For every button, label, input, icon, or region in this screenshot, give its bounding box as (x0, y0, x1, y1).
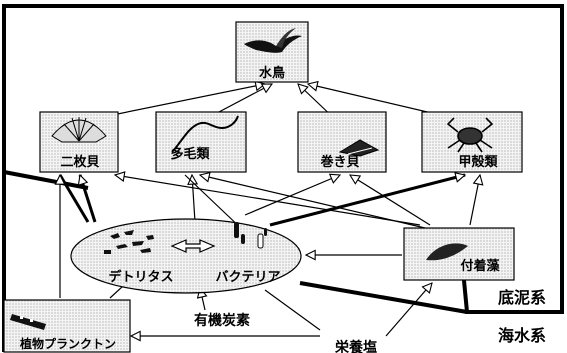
flow-arrows (60, 84, 480, 336)
bacteria-label: バクテリア (215, 270, 280, 285)
crab-icon (446, 117, 494, 153)
node-periphyton: 付着藻 (403, 227, 515, 281)
organic-carbon-label: 有機炭素 (194, 312, 250, 329)
phytoplankton-label: 植物プランクトン (19, 336, 116, 351)
scallop-shell-icon (51, 117, 107, 143)
snail-icon (338, 139, 380, 157)
detritus-bacteria-pool: デトリタス バクテリア (70, 218, 302, 294)
polychaete-label: 多毛類 (170, 146, 210, 162)
worm-icon (171, 115, 239, 153)
seawater-zone-label: 海水系 (498, 326, 546, 345)
detritus-particles-icon (104, 230, 154, 254)
nutrients-label: 栄養塩 (334, 339, 377, 353)
crustacean-label: 甲殻類 (458, 154, 498, 170)
exchange-arrow (170, 239, 216, 253)
sediment-boundary-lower (3, 170, 468, 314)
periphyton-label: 付着藻 (460, 258, 500, 274)
detritus-label: デトリタス (108, 269, 173, 285)
algae-icon (426, 243, 468, 261)
bivalve-label: 二枚貝 (60, 154, 99, 170)
bird-icon (244, 28, 302, 53)
node-crustacean: 甲殻類 (421, 111, 523, 173)
node-phytoplankton: 植物プランクトン (3, 299, 131, 353)
node-waterfowl: 水鳥 (235, 21, 309, 83)
bacteria-rods-icon (234, 222, 267, 249)
node-polychaete: 多毛類 (155, 111, 247, 173)
sediment-boundary (2, 4, 564, 352)
waterfowl-label: 水鳥 (259, 65, 285, 81)
gastropod-label: 巻き貝 (319, 154, 359, 170)
sediment-zone-label: 底泥系 (498, 288, 546, 307)
node-bivalve: 二枚貝 (39, 111, 119, 173)
node-gastropod: 巻き貝 (297, 111, 387, 173)
plankton-icon (10, 314, 46, 330)
